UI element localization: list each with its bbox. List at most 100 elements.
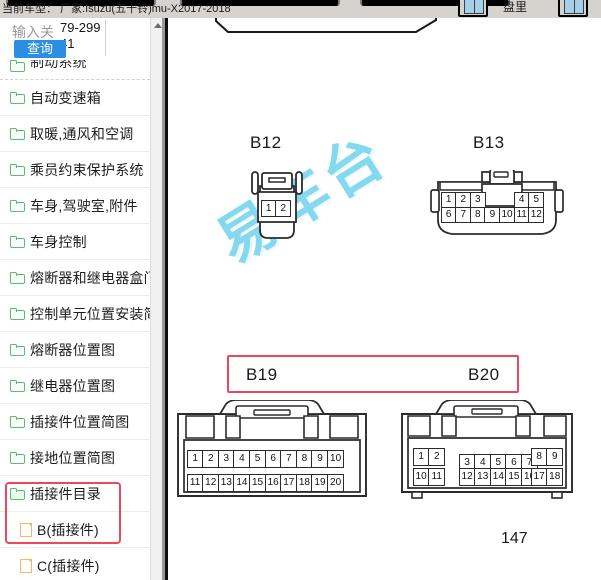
pin-11: 11 <box>428 468 446 486</box>
pin-2: 2 <box>455 192 472 208</box>
sidebar-item-label: 自动变速箱 <box>30 89 101 106</box>
pin-14: 14 <box>233 474 251 492</box>
sidebar: 输入关 79-29941 查询 制动系统自动变速箱取暖,通风和空调乘员约束保护系… <box>0 18 150 580</box>
folder-icon <box>10 127 25 140</box>
pin-1: 1 <box>186 450 204 468</box>
pin-17: 17 <box>280 474 298 492</box>
pin-gap <box>499 192 515 208</box>
pin-6: 6 <box>264 450 282 468</box>
connector-label-b12: B12 <box>250 133 282 152</box>
folder-icon <box>10 91 25 104</box>
sidebar-item-label: 控制单元位置安装简 <box>30 305 150 322</box>
scrollbar-thumb[interactable] <box>152 36 165 136</box>
sidebar-item-label: 车身,驾驶室,附件 <box>30 197 138 214</box>
file-icon <box>20 522 32 537</box>
pin-3: 3 <box>469 192 486 208</box>
pin-12: 12 <box>528 207 545 223</box>
pin-16: 16 <box>264 474 282 492</box>
pin-gap <box>484 192 500 208</box>
pin-6: 6 <box>440 207 457 223</box>
pin-11: 11 <box>186 474 204 492</box>
search-placeholder-text: 输入关 <box>12 24 54 40</box>
search-input[interactable]: 79-29941 <box>60 20 106 56</box>
sidebar-item-1[interactable]: 自动变速箱 <box>0 80 150 116</box>
toolbar-group-1 <box>6 0 156 6</box>
pin-7: 7 <box>455 207 472 223</box>
folder-icon <box>10 235 25 248</box>
search-row: 输入关 79-29941 查询 <box>0 18 150 60</box>
connector-label-b13: B13 <box>473 133 505 152</box>
navigation-tree: 制动系统自动变速箱取暖,通风和空调乘员约束保护系统车身,驾驶室,附件车身控制熔断… <box>0 60 150 580</box>
sidebar-item-4[interactable]: 车身,驾驶室,附件 <box>0 188 150 224</box>
folder-icon <box>10 451 25 464</box>
pin-8: 8 <box>295 450 313 468</box>
pin-18: 18 <box>546 468 564 486</box>
window-tile-right-button[interactable] <box>558 0 588 17</box>
pin-9: 9 <box>546 448 564 466</box>
pin-2: 2 <box>428 448 446 466</box>
top-toolbar: 盘里 <box>0 0 601 18</box>
folder-open-icon <box>10 487 25 500</box>
sidebar-item-label: 乘员约束保护系统 <box>30 161 144 178</box>
sidebar-item-13[interactable]: B(插接件) <box>0 512 150 548</box>
sidebar-item-7[interactable]: 控制单元位置安装简 <box>0 296 150 332</box>
sidebar-item-14[interactable]: C(插接件) <box>0 548 150 580</box>
sidebar-item-label: 熔断器和继电器盒门 <box>30 269 150 286</box>
sidebar-item-5[interactable]: 车身控制 <box>0 224 150 260</box>
sidebar-item-8[interactable]: 熔断器位置图 <box>0 332 150 368</box>
sidebar-item-label: 插接件目录 <box>30 485 101 502</box>
pin-4: 4 <box>513 192 530 208</box>
sidebar-item-2[interactable]: 取暖,通风和空调 <box>0 116 150 152</box>
pin-8: 8 <box>469 207 486 223</box>
pin-17: 17 <box>530 468 548 486</box>
pin-15: 15 <box>249 474 267 492</box>
folder-icon <box>10 307 25 320</box>
pin-13: 13 <box>474 468 492 486</box>
sidebar-item-12[interactable]: 插接件目录 <box>0 476 150 512</box>
pin-12: 12 <box>202 474 220 492</box>
toolbar-group-3 <box>360 0 510 6</box>
folder-icon <box>10 60 25 72</box>
folder-icon <box>10 163 25 176</box>
sidebar-item-0[interactable]: 制动系统 <box>0 60 150 80</box>
window-tile-left-button[interactable] <box>458 0 488 17</box>
connector-label-b20: B20 <box>468 365 500 384</box>
sidebar-item-label: 接地位置简图 <box>30 449 116 466</box>
sidebar-item-label: B(插接件) <box>37 521 99 538</box>
pin-2: 2 <box>202 450 220 468</box>
sidebar-item-label: 熔断器位置图 <box>30 341 116 358</box>
scroll-up-arrow-icon[interactable] <box>154 23 162 28</box>
pin-11: 11 <box>513 207 530 223</box>
pin-4: 4 <box>233 450 251 468</box>
sidebar-scrollbar[interactable] <box>150 18 165 580</box>
sidebar-item-6[interactable]: 熔断器和继电器盒门 <box>0 260 150 296</box>
toolbar-group-2 <box>180 0 340 6</box>
panel-divider[interactable] <box>165 18 168 580</box>
page-number: 147 <box>501 530 528 547</box>
pin-10: 10 <box>327 450 345 468</box>
query-button[interactable]: 查询 <box>14 40 66 58</box>
pin-20: 20 <box>327 474 345 492</box>
sidebar-item-10[interactable]: 插接件位置简图 <box>0 404 150 440</box>
pin-5: 5 <box>249 450 267 468</box>
folder-icon <box>10 379 25 392</box>
folder-icon <box>10 199 25 212</box>
sidebar-item-9[interactable]: 继电器位置图 <box>0 368 150 404</box>
folder-icon <box>10 343 25 356</box>
sidebar-item-11[interactable]: 接地位置简图 <box>0 440 150 476</box>
pin-1: 1 <box>440 192 457 208</box>
toolbar-center-label: 盘里 <box>503 0 528 14</box>
sidebar-item-3[interactable]: 乘员约束保护系统 <box>0 152 150 188</box>
pin-2: 2 <box>275 200 292 217</box>
